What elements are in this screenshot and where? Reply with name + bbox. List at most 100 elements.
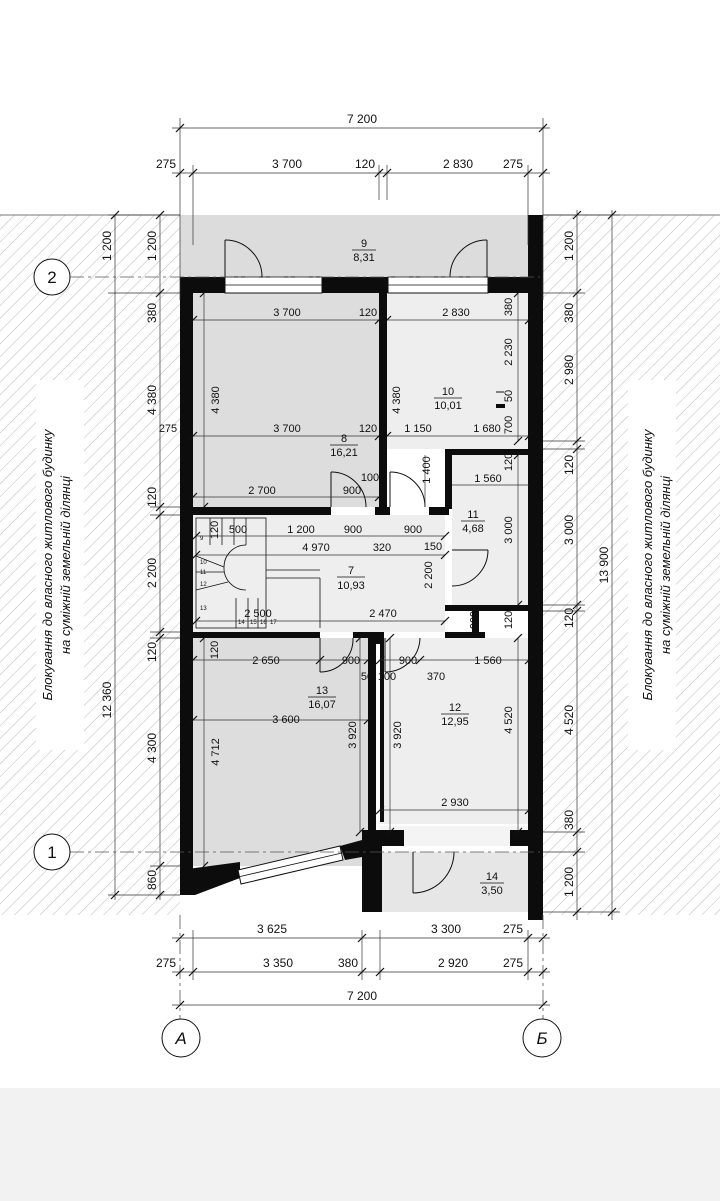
dimension-tick (175, 967, 185, 977)
dim-r12-370: 370 (427, 671, 445, 683)
dimension-tick (175, 933, 185, 943)
dimension-tick (188, 715, 198, 725)
dim-r10-50: 50 (503, 390, 515, 402)
dim-r10-1150: 1 150 (404, 423, 432, 435)
left-note-line1: Блокування до власного житлового будинку (40, 428, 55, 701)
dimension-tick (513, 633, 523, 643)
dimension-tick (357, 933, 367, 943)
dimension-tick (572, 907, 582, 917)
dim-r12-50: 50 (361, 671, 373, 683)
dim-r10-2230: 2 230 (503, 338, 515, 366)
room-7-area: 10,93 (337, 580, 365, 592)
dimension-tick (155, 633, 165, 643)
dim-r10-700: 700 (503, 416, 515, 434)
dimension-tick (191, 550, 201, 560)
dimension-tick (188, 967, 198, 977)
room-10-number: 10 (442, 386, 454, 398)
room-12-area: 12,95 (441, 716, 469, 728)
stair-step-number: 12 (200, 582, 207, 588)
dimension-tick (538, 123, 548, 133)
dimension-tick (374, 492, 384, 502)
dimension-tick (363, 655, 373, 665)
dim-right-380-top: 380 (562, 303, 576, 323)
dimension-tick (538, 168, 548, 178)
dimension-tick (523, 168, 533, 178)
room-12-number: 12 (449, 702, 461, 714)
dimension-tick (155, 288, 165, 298)
room-13-fill (193, 638, 368, 866)
dimension-tick (513, 450, 523, 460)
dimension-tick (572, 600, 582, 610)
dimension-tick (357, 967, 367, 977)
room-13-area: 16,07 (308, 699, 336, 711)
dim-r8-3700a: 3 700 (273, 307, 301, 319)
right-note-line2: на суміжній земельній ділянці (658, 475, 673, 654)
room-11-area: 4,68 (462, 523, 483, 535)
bottom-blank-area (0, 1088, 720, 1201)
dimension-tick (175, 168, 185, 178)
dim-r8-120a: 120 (359, 307, 377, 319)
dim-top-275-right: 275 (503, 157, 523, 171)
left-note-line2: на суміжній земельній ділянці (58, 475, 73, 654)
dimension-tick (155, 210, 165, 220)
room-9-area: 8,31 (353, 252, 374, 264)
dim-bottom-275a: 275 (503, 922, 523, 936)
axis-b-marker (522, 1018, 562, 1058)
dimension-tick (538, 933, 548, 943)
stair-step-number: 14 (238, 620, 245, 626)
dimension-tick (199, 633, 209, 643)
dimension-tick (440, 531, 450, 541)
dimension-tick (188, 315, 198, 325)
dimension-tick (110, 210, 120, 220)
dimension-tick (374, 315, 384, 325)
axis-markers (33, 258, 562, 1058)
dim-bottom-3300: 3 300 (431, 922, 461, 936)
dimension-tick (175, 123, 185, 133)
dimension-tick (155, 502, 165, 512)
dim-bottom-275-left: 275 (156, 956, 176, 970)
inner-dimension-labels: 3 700 120 4 380 275 3 700 120 2 700 900 … (159, 298, 515, 809)
dimension-tick (440, 616, 450, 626)
dim-r11-1560: 1 560 (474, 473, 502, 485)
dim-right-380-bottom: 380 (562, 810, 576, 830)
axis-1-marker (33, 833, 71, 871)
dimension-tick (375, 805, 385, 815)
dimension-tick (175, 1000, 185, 1010)
dimension-tick (523, 933, 533, 943)
dimension-tick (524, 315, 534, 325)
room-10-area: 10,01 (434, 400, 462, 412)
room-8-number: 8 (341, 433, 347, 445)
stair-step-number: 10 (200, 560, 207, 566)
dimension-tick (382, 315, 392, 325)
dimension-tick (513, 436, 523, 446)
dim-bottom-275-right: 275 (503, 956, 523, 970)
dimension-tick (355, 633, 365, 643)
dim-top-120: 120 (355, 157, 375, 171)
dim-r7-120: 120 (209, 521, 221, 539)
dim-right-1200-top: 1 200 (562, 231, 576, 261)
dim-r12-1560: 1 560 (474, 655, 502, 667)
dim-bottom-total: 7 200 (347, 989, 377, 1003)
dimension-tick (374, 431, 384, 441)
room-8-area: 16,21 (330, 447, 358, 459)
dimension-tick (513, 600, 523, 610)
dimension-tick (374, 168, 384, 178)
dimension-tick (155, 510, 165, 520)
room-7-number: 7 (348, 565, 354, 577)
dimension-tick (191, 531, 201, 541)
door-swings (224, 239, 504, 894)
dim-left-120b: 120 (145, 642, 159, 662)
dimension-tick (523, 967, 533, 977)
dim-r10-1680: 1 680 (473, 423, 501, 435)
dim-right-3000: 3 000 (562, 515, 576, 545)
room-12-fill (380, 638, 529, 824)
outer-dimension-labels: 7 200 275 3 700 120 2 830 275 1 200 12 3… (100, 112, 611, 1003)
dim-right-4520: 4 520 (562, 705, 576, 735)
dim-r8-100: 100 (361, 472, 379, 484)
axis-a-marker (161, 1018, 201, 1058)
room-10-fill (387, 293, 529, 449)
dimension-tick (572, 847, 582, 857)
dim-r12-2930: 2 930 (441, 797, 469, 809)
stair-step-number: 9 (200, 536, 204, 542)
room-11-number: 11 (467, 509, 478, 521)
